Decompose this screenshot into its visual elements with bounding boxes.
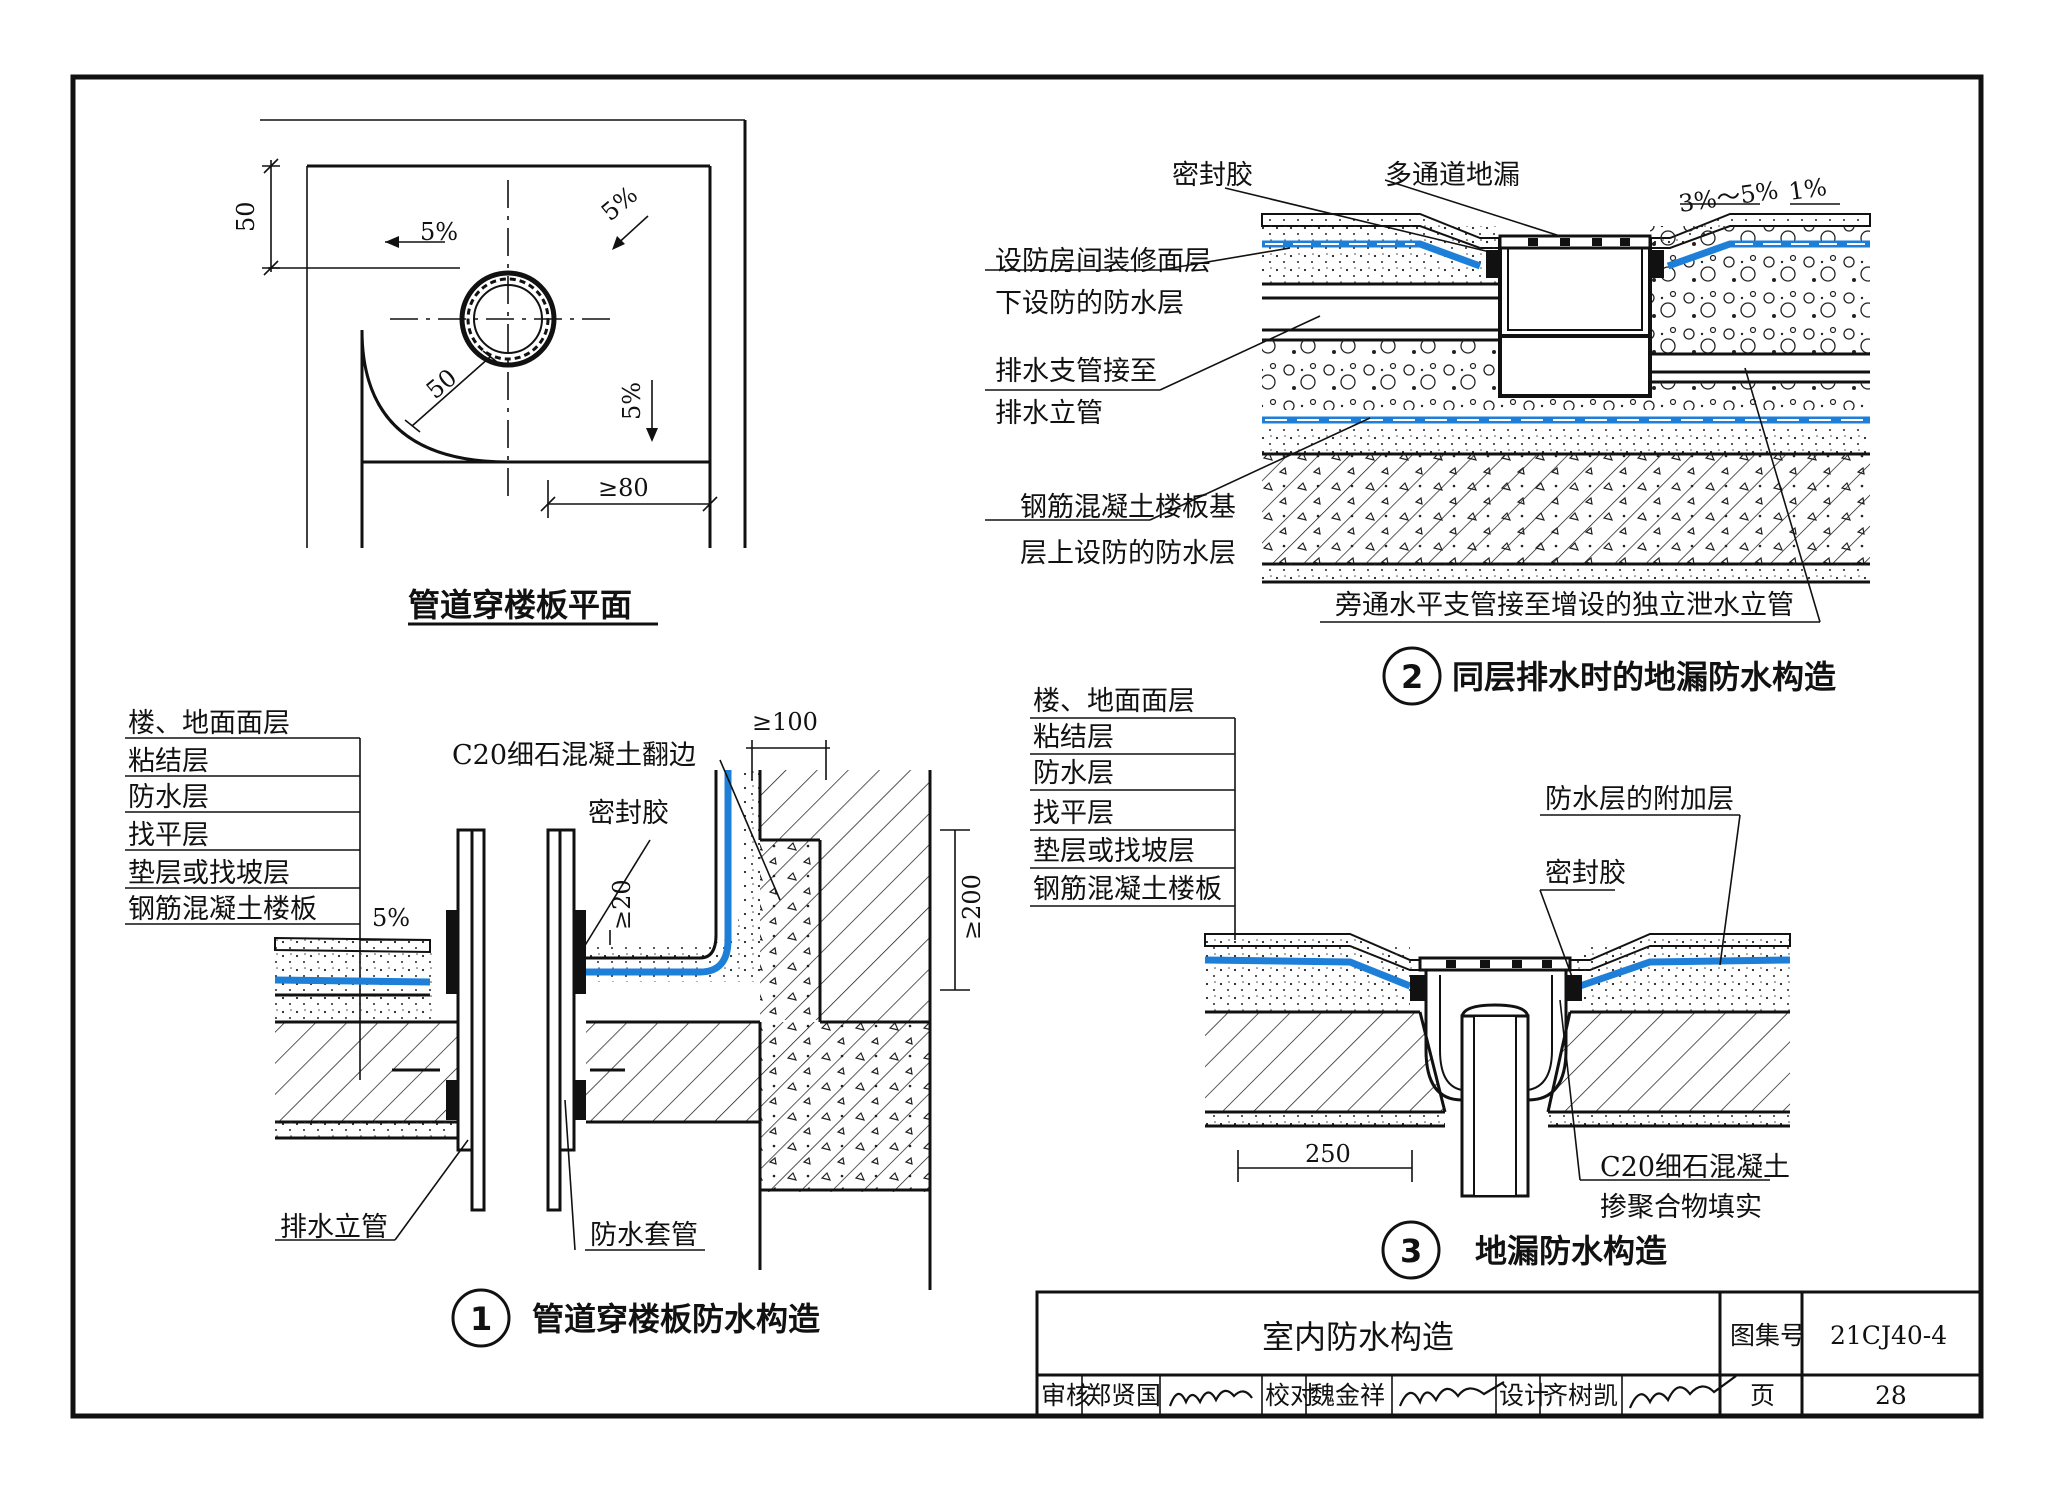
d1-c20: C20细石混凝土翻边 [452,740,696,771]
d3-dim-250: 250 [1305,1140,1351,1168]
d2-title: 同层排水时的地漏防水构造 [1452,658,1836,696]
d3-number: 3 [1400,1232,1422,1270]
tb-design-label: 设计 [1499,1381,1549,1410]
tb-atlas-no: 21CJ40-4 [1830,1321,1947,1350]
d1-layer-5: 钢筋混凝土楼板 [128,894,317,925]
d1-layer-3: 找平层 [128,820,209,851]
tb-check-label: 校对 [1265,1381,1315,1410]
tb-page-label: 页 [1750,1381,1775,1410]
tb-review-label: 审核 [1041,1381,1091,1410]
tb-designer: 齐树凯 [1543,1381,1618,1410]
d1-slope: 5% [372,904,410,932]
d2-branch-2: 排水立管 [995,398,1103,429]
tb-checker: 魏金祥 [1310,1381,1385,1410]
d3-layer-1: 粘结层 [1033,722,1114,753]
d1-layer-0: 楼、地面面层 [128,708,290,739]
title-block [1035,1290,1983,1418]
reviewer-signature [1168,1389,1253,1407]
d1-sealant: 密封胶 [588,798,669,829]
tb-page-no: 28 [1875,1381,1907,1410]
d2-finish-2: 下设防的防水层 [995,288,1184,319]
plan-dim-50: 50 [232,201,260,232]
drawing-frame [70,74,1984,1419]
d1-layer-1: 粘结层 [128,746,209,777]
checker-signature [1398,1381,1505,1407]
d2-slope-1: 1% [1787,173,1829,206]
d2-branch-1: 排水支管接至 [995,356,1157,387]
plan-dim-80: ≥80 [598,474,649,502]
d3-layer-5: 钢筋混凝土楼板 [1033,874,1222,905]
plan-view [260,119,747,548]
d1-title: 管道穿楼板防水构造 [532,1300,820,1338]
detail1-section [125,737,970,1290]
d1-layer-4: 垫层或找坡层 [128,858,290,889]
tb-reviewer: 郑贤国 [1086,1381,1161,1410]
d1-riser: 排水立管 [280,1212,388,1243]
d3-layer-2: 防水层 [1033,758,1114,789]
d2-bypass: 旁通水平支管接至增设的独立泄水立管 [1335,590,1794,621]
plan-slope-down: 5% [618,382,646,420]
detail2-section [985,179,1871,623]
d1-number: 1 [470,1300,492,1338]
tb-drawing-title: 室内防水构造 [1262,1318,1454,1356]
d2-finish-1: 设防房间装修面层 [995,246,1211,277]
d1-sleeve: 防水套管 [590,1220,698,1251]
d2-multi-drain: 多通道地漏 [1385,160,1520,191]
tb-atlas-label: 图集号 [1730,1321,1805,1350]
d2-number: 2 [1401,658,1423,696]
d3-sealant: 密封胶 [1545,858,1626,889]
d1-dim-200: ≥200 [958,874,986,940]
d3-additional: 防水层的附加层 [1545,784,1734,815]
plan-slope-diag: 5% [596,181,643,227]
d3-c20-2: 掺聚合物填实 [1600,1192,1762,1223]
plan-dim-radius: 50 [421,364,462,405]
d2-slab-1: 钢筋混凝土楼板基 [1020,492,1236,523]
designer-signature [1628,1375,1737,1409]
detail3-section [1030,717,1791,1198]
d3-layer-4: 垫层或找坡层 [1033,836,1195,867]
d2-slab-2: 层上设防的防水层 [1020,538,1236,569]
d3-title: 地漏防水构造 [1475,1232,1667,1270]
d1-dim-20: ≥20 [608,879,636,930]
plan-title: 管道穿楼板平面 [408,586,632,624]
plan-slope-left: 5% [420,218,458,246]
plan-pipe-outer [459,270,557,368]
d2-slope-range: 3%～5% [1677,176,1780,218]
d1-layer-2: 防水层 [128,782,209,813]
d3-c20-1: C20细石混凝土 [1600,1152,1790,1183]
d3-layer-3: 找平层 [1033,798,1114,829]
d3-layer-0: 楼、地面面层 [1033,686,1195,717]
d2-sealant: 密封胶 [1172,160,1253,191]
d1-dim-100: ≥100 [752,708,818,736]
